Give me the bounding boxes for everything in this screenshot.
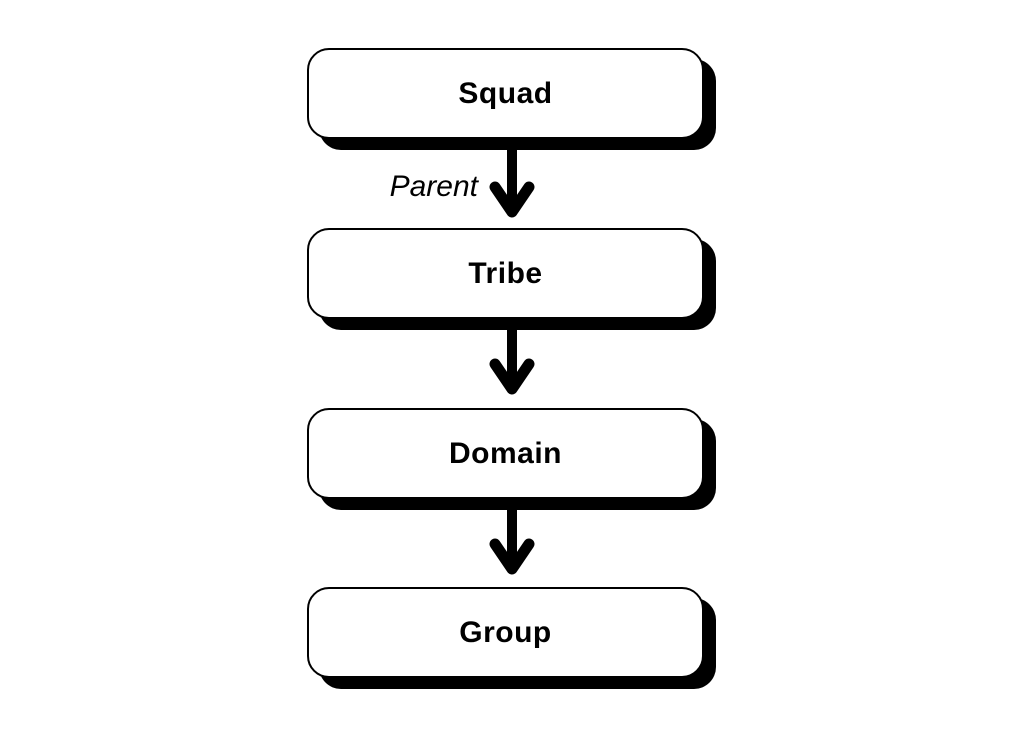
edge-parent-label: Parent [389, 170, 478, 203]
node-squad-label: Squad [458, 76, 553, 110]
node-domain: Domain [307, 408, 704, 499]
node-group: Group [307, 587, 704, 678]
node-tribe-label: Tribe [468, 256, 543, 290]
arrow-down-icon [489, 505, 535, 575]
node-squad: Squad [307, 48, 704, 139]
node-tribe: Tribe [307, 228, 704, 319]
node-group-label: Group [459, 615, 552, 649]
arrow-down-icon [489, 325, 535, 395]
arrow-down-icon [489, 148, 535, 218]
node-domain-label: Domain [448, 436, 562, 470]
